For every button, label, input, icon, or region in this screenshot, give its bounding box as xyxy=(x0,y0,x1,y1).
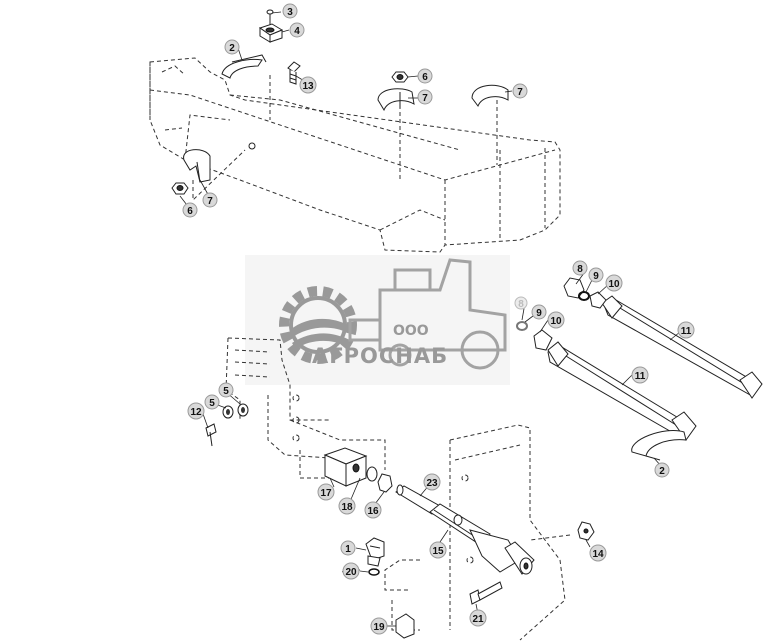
callout-8-upper: 8 xyxy=(572,260,588,276)
seal-ring-20 xyxy=(368,568,380,576)
svg-text:1: 1 xyxy=(345,544,351,555)
callout-7-right: 7 xyxy=(512,83,528,99)
callout-7-left: 7 xyxy=(202,192,218,208)
callout-10-upper: 10 xyxy=(605,274,623,292)
clamp-7-left xyxy=(183,149,211,183)
fitting-19 xyxy=(395,613,415,639)
bolt-21 xyxy=(469,581,503,605)
callout-4-top: 4 xyxy=(289,22,305,38)
square-nut-4 xyxy=(258,23,284,43)
harvester-icon xyxy=(348,258,507,370)
washer-5-inner xyxy=(237,403,249,417)
svg-text:7: 7 xyxy=(207,196,213,207)
svg-text:16: 16 xyxy=(367,506,379,517)
callout-9-lower: 9 xyxy=(531,304,547,320)
svg-text:10: 10 xyxy=(608,279,620,290)
callout-6-left: 6 xyxy=(182,202,198,218)
nut-6-lower xyxy=(171,182,189,195)
callout-12: 12 xyxy=(187,402,205,420)
callout-15: 15 xyxy=(429,541,447,559)
callout-5-inner: 5 xyxy=(218,382,234,398)
fitting-8-upper xyxy=(563,277,585,299)
svg-text:6: 6 xyxy=(187,206,193,217)
callout-3-top: 3 xyxy=(282,3,298,19)
callout-13: 13 xyxy=(299,76,317,94)
callout-5-outer: 5 xyxy=(204,394,220,410)
hose-11-lower xyxy=(547,341,697,441)
svg-text:14: 14 xyxy=(592,549,604,560)
svg-text:9: 9 xyxy=(593,271,599,282)
svg-text:12: 12 xyxy=(190,407,202,418)
svg-text:18: 18 xyxy=(341,502,353,513)
svg-text:8: 8 xyxy=(577,264,583,275)
nut-16 xyxy=(377,473,393,493)
svg-text:6: 6 xyxy=(422,72,428,83)
callout-19: 19 xyxy=(370,617,388,635)
callout-18: 18 xyxy=(338,497,356,515)
washer-9-upper xyxy=(578,291,590,301)
nut-6-upper xyxy=(391,71,409,83)
clamp-7-right xyxy=(471,84,509,108)
washer-18 xyxy=(366,466,378,482)
watermark: ООО АГРОСНАБ xyxy=(245,255,510,385)
svg-text:4: 4 xyxy=(294,26,300,37)
washer-5-outer xyxy=(222,405,234,419)
clamp-2-lower xyxy=(631,430,687,461)
washer-9-lower xyxy=(516,321,528,331)
svg-text:2: 2 xyxy=(229,43,235,54)
bolt-13 xyxy=(287,61,301,85)
svg-text:21: 21 xyxy=(472,614,484,625)
callout-6-top: 6 xyxy=(417,68,433,84)
callouts: 3 4 2 13 6 7 7 7 6 8 9 10 8 9 10 11 11 2… xyxy=(182,3,695,635)
callout-7-middle: 7 xyxy=(417,89,433,105)
svg-text:10: 10 xyxy=(550,316,562,327)
svg-text:17: 17 xyxy=(320,488,332,499)
svg-text:2: 2 xyxy=(659,466,665,477)
callout-2-lower: 2 xyxy=(654,462,670,478)
elbow-fitting-1 xyxy=(365,537,385,567)
svg-text:15: 15 xyxy=(432,546,444,557)
adapter-10-lower xyxy=(533,329,553,351)
gear-icon xyxy=(279,286,357,364)
svg-text:3: 3 xyxy=(287,7,293,18)
svg-text:8: 8 xyxy=(518,299,524,310)
callout-11-lower: 11 xyxy=(631,366,649,384)
svg-text:5: 5 xyxy=(209,398,215,409)
svg-text:9: 9 xyxy=(536,308,542,319)
hose-11-upper xyxy=(601,295,763,399)
cylinder-15 xyxy=(429,503,535,575)
watermark-prefix: ООО xyxy=(393,323,429,339)
callout-20: 20 xyxy=(342,562,360,580)
svg-text:20: 20 xyxy=(345,567,357,578)
callout-23: 23 xyxy=(423,473,441,491)
svg-text:7: 7 xyxy=(422,93,428,104)
callout-16: 16 xyxy=(364,501,382,519)
svg-text:19: 19 xyxy=(373,622,385,633)
clamp-2-upper xyxy=(221,54,267,79)
callout-14: 14 xyxy=(589,544,607,562)
callout-17: 17 xyxy=(317,483,335,501)
callout-2-top: 2 xyxy=(224,39,240,55)
callout-21: 21 xyxy=(469,609,487,627)
svg-text:13: 13 xyxy=(302,81,314,92)
callout-1: 1 xyxy=(340,540,356,556)
adapter-10-upper xyxy=(589,291,607,309)
svg-text:7: 7 xyxy=(517,87,523,98)
svg-text:23: 23 xyxy=(426,478,438,489)
svg-text:11: 11 xyxy=(635,371,646,382)
callout-9-upper: 9 xyxy=(588,267,604,283)
bolt-12 xyxy=(205,423,217,447)
callout-8-lower: 8 xyxy=(514,296,528,310)
clamp-7-middle xyxy=(377,88,415,112)
callout-11-upper: 11 xyxy=(677,321,695,339)
watermark-company: АГРОСНАБ xyxy=(312,344,448,368)
svg-text:5: 5 xyxy=(223,386,229,397)
callout-10-lower: 10 xyxy=(547,311,565,329)
nut-14 xyxy=(577,521,595,541)
svg-text:11: 11 xyxy=(681,326,692,337)
upper-frame-beam xyxy=(149,57,561,253)
